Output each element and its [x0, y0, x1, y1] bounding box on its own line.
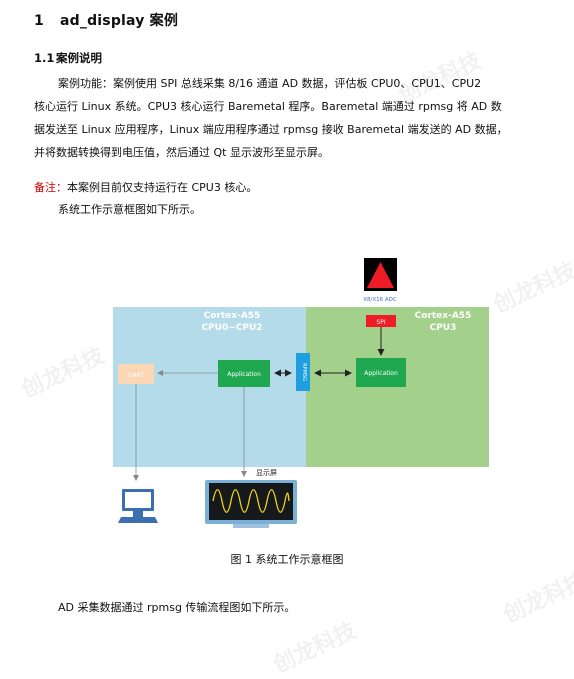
baremetal-region-subtitle: CPU3 — [430, 323, 457, 333]
spi-block — [366, 315, 396, 327]
subsection-number: 1.1 — [34, 51, 55, 65]
note-label: 备注： — [34, 181, 67, 194]
paragraph-line: 并将数据转换得到电压值，然后通过 Qt 显示波形至显示屏。 — [34, 146, 329, 159]
figure-caption: 图 1 系统工作示意框图 — [230, 553, 344, 566]
system-diagram: Cortex-A55 CPU0~CPU2 Cortex-A55 CPU3 X8/… — [113, 258, 489, 528]
spi-label: SPI — [376, 319, 385, 326]
linux-application — [218, 360, 270, 387]
section-number: 1 — [34, 13, 44, 29]
baremetal-application — [356, 358, 406, 387]
display-screen-icon — [205, 480, 297, 528]
rpmsg-block — [296, 353, 310, 391]
uart-block — [118, 364, 154, 384]
rpmsg-label: RPMSG — [301, 363, 307, 381]
paragraph-line: 核心运行 Linux 系统。CPU3 核心运行 Baremetal 程序。Bar… — [34, 100, 502, 113]
note-text: 本案例目前仅支持运行在 CPU3 核心。 — [67, 181, 258, 194]
baremetal-region-title: Cortex-A55 — [415, 311, 472, 321]
adc-label: X8/X16 ADC — [363, 297, 397, 303]
linux-region-subtitle: CPU0~CPU2 — [201, 323, 262, 333]
linux-region-title: Cortex-A55 — [204, 311, 261, 321]
computer-icon — [118, 489, 158, 523]
adc-triangle-icon — [367, 262, 394, 288]
paragraph-line: 案例功能：案例使用 SPI 总线采集 8/16 通道 AD 数据，评估板 CPU… — [58, 77, 482, 90]
linux-region — [113, 307, 306, 467]
linux-application-label: Application — [227, 371, 261, 378]
subsection-title: 案例说明 — [56, 51, 102, 65]
section-heading: 1 ad_display 案例 — [34, 10, 178, 30]
baremetal-application-label: Application — [364, 370, 398, 377]
description-paragraph: 案例功能：案例使用 SPI 总线采集 8/16 通道 AD 数据，评估板 CPU… — [34, 72, 546, 164]
paragraph-line: 据发送至 Linux 应用程序，Linux 端应用程序通过 rpmsg 接收 B… — [34, 123, 508, 136]
flowchart-intro: AD 采集数据通过 rpmsg 传输流程图如下所示。 — [58, 601, 296, 614]
section-title: ad_display 案例 — [60, 13, 179, 29]
uart-label: UART — [128, 372, 144, 379]
display-label: 显示屏 — [256, 469, 277, 477]
note: 备注：本案例目前仅支持运行在 CPU3 核心。 — [34, 176, 257, 199]
diagram-intro: 系统工作示意框图如下所示。 — [58, 203, 201, 216]
